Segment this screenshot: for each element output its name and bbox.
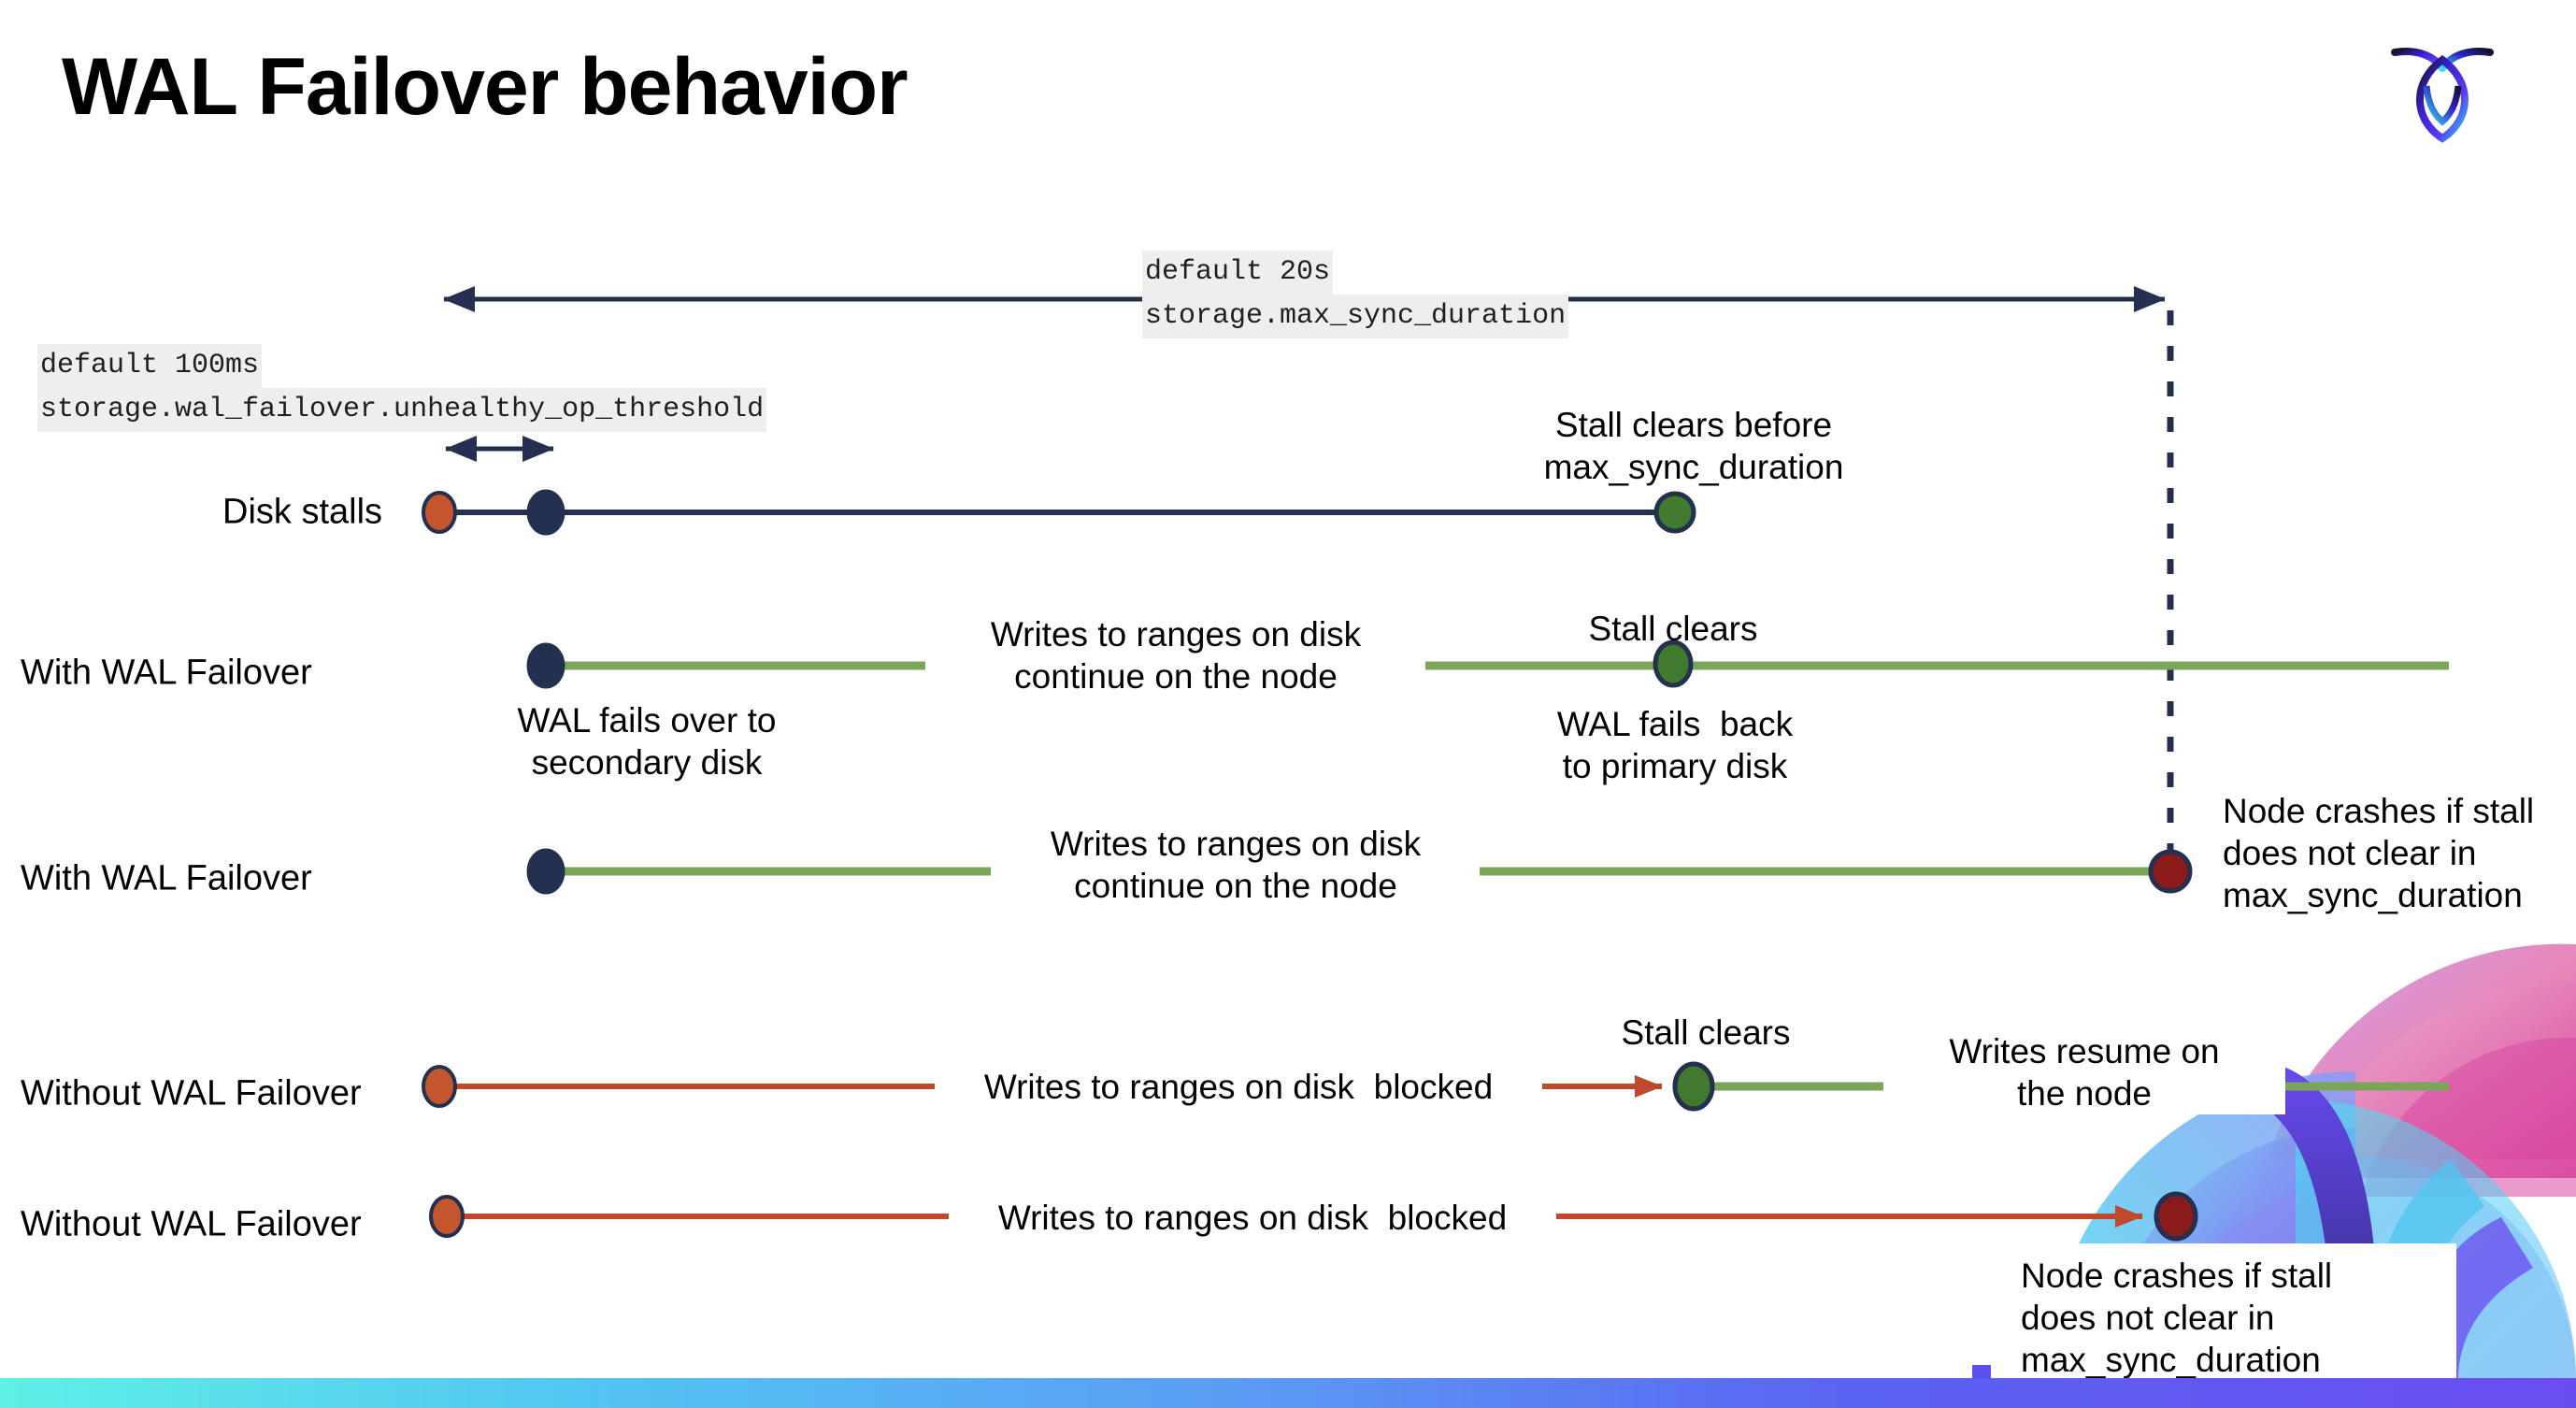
cockroach-labs-logo: [2382, 28, 2503, 145]
annot-writes-blocked-2: Writes to ranges on disk blocked: [949, 1197, 1556, 1240]
annot-node-crashes-row3: Node crashes if stall does not clear in …: [2223, 792, 2535, 915]
marker-failover-trigger: [526, 848, 565, 895]
annot-wal-fails-back: WAL fails back to primary disk: [1556, 705, 1794, 786]
row-with-wal-failover-1-track: [526, 639, 2449, 689]
annot-stall-clears-row4: Stall clears: [1621, 1013, 1791, 1052]
marker-stall-clear: [1653, 639, 1694, 688]
row-without-wal-failover-1-track: [422, 1061, 2449, 1112]
marker-stall-start: [429, 1195, 465, 1238]
unhealthy-op-threshold-setting: default 100ms storage.wal_failover.unhea…: [37, 344, 767, 432]
marker-stall-clear: [1672, 1061, 1715, 1112]
max-sync-default-text: default 20s: [1142, 251, 1334, 295]
annot-stall-clears-row2: Stall clears: [1588, 610, 1758, 648]
unhealthy-op-name-text: storage.wal_failover.unhealthy_op_thresh…: [37, 388, 767, 432]
row-label-disk-stalls: Disk stalls: [222, 492, 383, 532]
annot-wal-fails-over: WAL fails over to secondary disk: [517, 701, 777, 783]
annot-writes-resume: Writes resume on the node: [1883, 1030, 2285, 1115]
max-sync-name-text: storage.max_sync_duration: [1142, 295, 1569, 338]
row-label-without-wal-failover-2: Without WAL Failover: [21, 1204, 362, 1244]
marker-node-crash: [2154, 1191, 2198, 1242]
row-with-wal-failover-2-track: [526, 848, 2193, 895]
row-label-with-wal-failover-2: With WAL Failover: [21, 858, 312, 898]
marker-stall-start: [422, 1065, 457, 1108]
row-without-wal-failover-2-track: [429, 1191, 2198, 1242]
max-sync-duration-setting: default 20s storage.max_sync_duration: [1142, 251, 1569, 338]
annot-writes-continue-1: Writes to ranges on disk continue on the…: [942, 613, 1410, 698]
marker-failover-trigger: [526, 642, 565, 689]
bottom-gradient-bar: [0, 1378, 2576, 1408]
marker-failover-trigger: [526, 489, 565, 536]
annot-stall-clears-before-max-sync: Stall clears before max_sync_duration: [1543, 406, 1844, 487]
unhealthy-op-default-text: default 100ms: [37, 344, 263, 388]
annot-writes-continue-2: Writes to ranges on disk continue on the…: [993, 823, 1479, 908]
row-disk-stalls-track: [422, 489, 1696, 536]
row-label-with-wal-failover-1: With WAL Failover: [21, 653, 312, 693]
marker-stall-clear: [1653, 491, 1696, 534]
annot-writes-blocked-1: Writes to ranges on disk blocked: [935, 1066, 1542, 1109]
annot-node-crashes-row5: Node crashes if stall does not clear in …: [2021, 1257, 2333, 1380]
row-label-without-wal-failover-1: Without WAL Failover: [21, 1073, 362, 1113]
marker-stall-start: [422, 491, 457, 534]
marker-node-crash: [2148, 849, 2193, 894]
page-title: WAL Failover behavior: [62, 42, 909, 132]
